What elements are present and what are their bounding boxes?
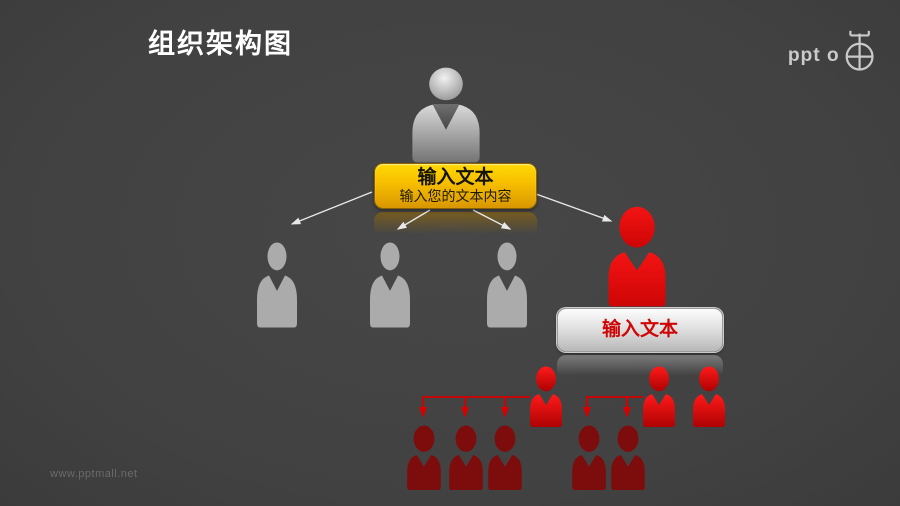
- member-reflection: [608, 492, 648, 506]
- member-reflection: [569, 492, 609, 506]
- member-reflection: [485, 492, 525, 506]
- person-icon-dark-member-4: [569, 425, 609, 491]
- person-icon-dark-member-5: [608, 425, 648, 491]
- person-icon-gray-subordinate-3: [482, 241, 532, 329]
- watermark-url: www.pptmall.net: [50, 468, 138, 480]
- logo-compass-icon: [845, 30, 874, 71]
- person-icon-gray-subordinate-1: [252, 241, 302, 329]
- person-icon-dark-member-3: [485, 425, 525, 491]
- member-reflection: [446, 492, 486, 506]
- root-node-label: 输入文本 输入您的文本内容: [374, 163, 537, 209]
- member-reflection: [404, 492, 444, 506]
- person-icon-red-branch-manager: [603, 206, 671, 308]
- person-icon-gray-subordinate-2: [365, 241, 415, 329]
- person-icon-top-manager: [404, 66, 488, 164]
- branch-node-label: 输入文本: [557, 308, 723, 352]
- page-title: 组织架构图: [148, 29, 293, 59]
- logo-text: ppt o: [788, 45, 840, 66]
- root-node-title: 输入文本: [417, 167, 494, 188]
- pptmall-logo: ppt o: [786, 28, 878, 76]
- person-icon-red-lead-3: [690, 366, 728, 428]
- person-icon-dark-member-1: [404, 425, 444, 491]
- connector-group1-main: [419, 396, 530, 418]
- person-icon-red-lead-2: [640, 366, 678, 428]
- connector-group2-main: [583, 396, 643, 418]
- arrow-to-gray-1: [290, 191, 373, 225]
- silver-banner-reflection: [557, 355, 723, 379]
- branch-node-title: 输入文本: [601, 319, 678, 340]
- gold-banner-reflection: [374, 212, 537, 238]
- arrow-to-red-branch: [535, 193, 613, 222]
- root-node-subtitle: 输入您的文本内容: [399, 188, 512, 204]
- person-icon-red-lead-1: [527, 366, 565, 428]
- person-icon-dark-member-2: [446, 425, 486, 491]
